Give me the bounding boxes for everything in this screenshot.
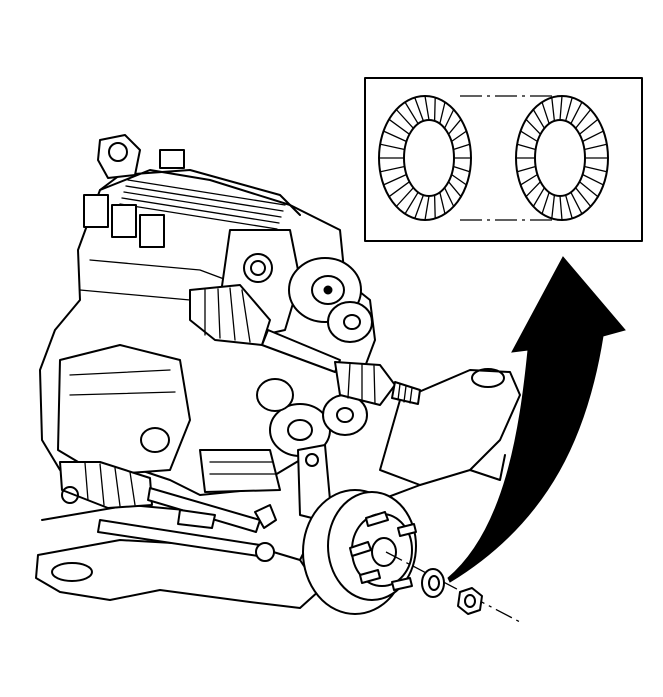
washer-spoke: [382, 130, 408, 143]
washer-spoke: [564, 194, 573, 220]
washer-spoke: [382, 173, 408, 186]
washer-spoke: [439, 191, 446, 215]
washer-spoke: [452, 143, 471, 151]
washer-spoke: [559, 95, 563, 121]
washer-spoke: [583, 143, 608, 151]
washer-spoke: [564, 96, 573, 122]
washer-spoke: [525, 118, 542, 135]
wheel-hub: [302, 489, 521, 623]
direction-arrow: [447, 256, 626, 583]
washer-spoke: [532, 108, 546, 129]
washer-spoke: [433, 96, 436, 122]
washer-face-b: [515, 95, 609, 221]
ac-compressor: [288, 257, 373, 343]
washer-spoke: [519, 130, 539, 143]
washer-detail-callout: [364, 77, 643, 242]
washer-spoke: [450, 130, 468, 143]
washer-spoke: [443, 108, 455, 129]
washer-spoke: [516, 143, 537, 151]
washer-spoke: [447, 118, 462, 135]
washer-face-a: [378, 95, 472, 221]
washer-spoke: [388, 118, 411, 135]
washer-spoke: [516, 165, 537, 173]
washer-spoke: [581, 130, 605, 143]
washer: [421, 568, 445, 598]
left-drive-axle: [59, 461, 261, 533]
washer-spoke: [551, 96, 556, 122]
washer-spoke: [388, 181, 411, 198]
washer-spoke: [574, 187, 592, 208]
washer-spoke: [583, 165, 608, 173]
washer-spoke: [439, 101, 446, 125]
washer-spoke: [404, 101, 419, 125]
washer-spoke: [404, 191, 419, 215]
washer-spoke: [541, 191, 550, 215]
washer-spoke: [414, 194, 425, 220]
washer-spoke: [379, 143, 406, 151]
washer-spoke: [424, 95, 430, 121]
hub-nut: [457, 587, 483, 615]
washer-spoke: [578, 181, 599, 198]
washer-spoke: [570, 101, 583, 125]
washer-spoke: [551, 194, 556, 220]
washer-spoke: [379, 165, 406, 173]
steering-tie-rod: [97, 504, 277, 562]
washer-spoke: [532, 187, 546, 208]
washer-spoke: [447, 181, 462, 198]
washer-spoke: [414, 96, 425, 122]
right-drive-axle: [189, 284, 421, 406]
washer-spoke: [443, 187, 455, 208]
washer-spoke: [450, 173, 468, 186]
washer-spoke: [525, 181, 542, 198]
engine-assembly: [39, 134, 376, 496]
washer-spoke: [578, 118, 599, 135]
washer-spoke: [519, 173, 539, 186]
washer-spoke: [559, 195, 563, 221]
washer-spoke: [570, 191, 583, 215]
washer-spoke: [452, 165, 471, 173]
washer-spoke: [541, 101, 550, 125]
washer-spoke: [574, 108, 592, 129]
washer-spoke: [395, 108, 415, 129]
washer-spoke: [424, 195, 430, 221]
wheel-studs: [349, 511, 417, 591]
washer-spoke: [581, 173, 605, 186]
washer-spoke: [433, 194, 436, 220]
washer-spoke: [395, 187, 415, 208]
